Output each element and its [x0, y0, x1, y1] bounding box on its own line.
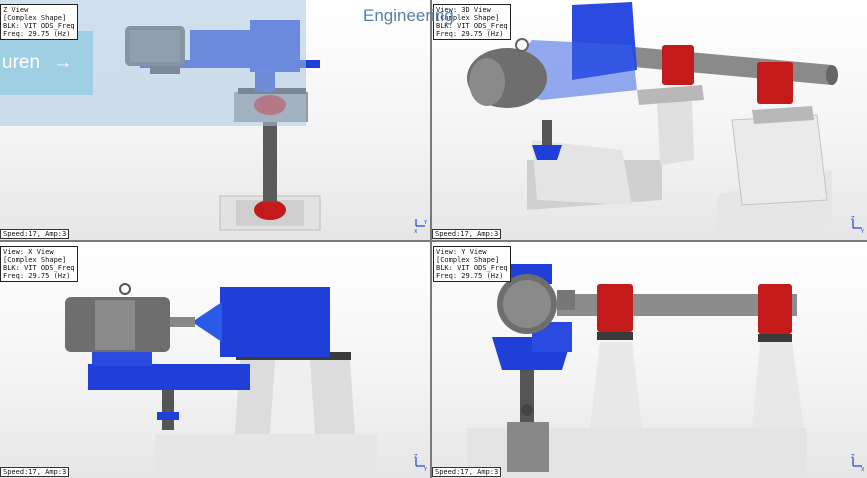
info-line: BLK: VIT ODS_Freq	[3, 264, 75, 272]
info-line: Freq: 29.75 (Hz)	[3, 272, 71, 280]
3d-view-status: Speed:17, Amp:3	[432, 229, 502, 239]
info-line: BLK: VIT ODS_Freq	[3, 22, 75, 30]
axis-label: X	[861, 467, 865, 472]
info-line: [Complex Shape]	[3, 256, 67, 264]
info-line: BLK: VIT ODS_Freq	[436, 22, 508, 30]
y-view-info-box: View: Y View [Complex Shape] BLK: VIT OD…	[433, 246, 511, 282]
axis-label: Y	[860, 229, 865, 234]
info-line: Freq: 29.75 (Hz)	[436, 272, 504, 280]
axis-label: Z	[851, 454, 855, 460]
info-line: Freq: 29.75 (Hz)	[436, 30, 504, 38]
axis-label: Y	[423, 467, 428, 472]
z-view-info-box: Z View [Complex Shape] BLK: VIT ODS_Freq…	[0, 4, 78, 40]
x-view-status: Speed:17, Amp:3	[0, 467, 70, 477]
x-view-info-box: View: X View [Complex Shape] BLK: VIT OD…	[0, 246, 78, 282]
info-line: Z View	[3, 6, 29, 14]
x-view-model	[65, 283, 377, 474]
info-line: View: Y View	[436, 248, 487, 256]
info-line: [Complex Shape]	[436, 256, 500, 264]
y-view-status: Speed:17, Amp:3	[432, 467, 502, 477]
axis-label: X	[414, 229, 418, 234]
viewport-3d-view[interactable]: View: 3D View [Complex Shape] BLK: VIT O…	[432, 0, 867, 240]
cta-button[interactable]: uren →	[0, 31, 93, 95]
info-line: [Complex Shape]	[3, 14, 67, 22]
3d-view-info-box: View: 3D View [Complex Shape] BLK: VIT O…	[433, 4, 511, 40]
info-line: View: X View	[3, 248, 54, 256]
y-view-model	[467, 264, 807, 478]
viewport-y-view[interactable]: View: Y View [Complex Shape] BLK: VIT OD…	[432, 242, 867, 478]
cta-label: uren	[2, 52, 41, 73]
axis-triad-icon: Z Y	[851, 216, 865, 234]
axis-triad-icon: Y X	[414, 219, 428, 234]
axis-label: Z	[414, 454, 418, 460]
site-nav-link[interactable]: Engineering	[363, 6, 454, 25]
viewport-divider-vertical[interactable]	[430, 0, 432, 478]
info-line: View: 3D View	[436, 6, 491, 14]
axis-label: Z	[851, 216, 855, 222]
viewport-z-view[interactable]: uren → Z View [Complex Shape] BLK: VIT O…	[0, 0, 430, 240]
arrow-right-icon: →	[53, 52, 73, 73]
viewport-x-view[interactable]: View: X View [Complex Shape] BLK: VIT OD…	[0, 242, 430, 478]
viewport-divider-horizontal[interactable]	[0, 240, 867, 242]
info-line: BLK: VIT ODS_Freq	[436, 264, 508, 272]
z-view-status: Speed:17, Amp:3	[0, 229, 70, 239]
axis-label: Y	[423, 220, 428, 226]
axis-triad-icon: Z X	[851, 454, 865, 472]
axis-triad-icon: Z Y	[414, 454, 428, 472]
info-line: Freq: 29.75 (Hz)	[3, 30, 71, 38]
info-line: [Complex Shape]	[436, 14, 500, 22]
3d-view-model	[467, 2, 838, 240]
